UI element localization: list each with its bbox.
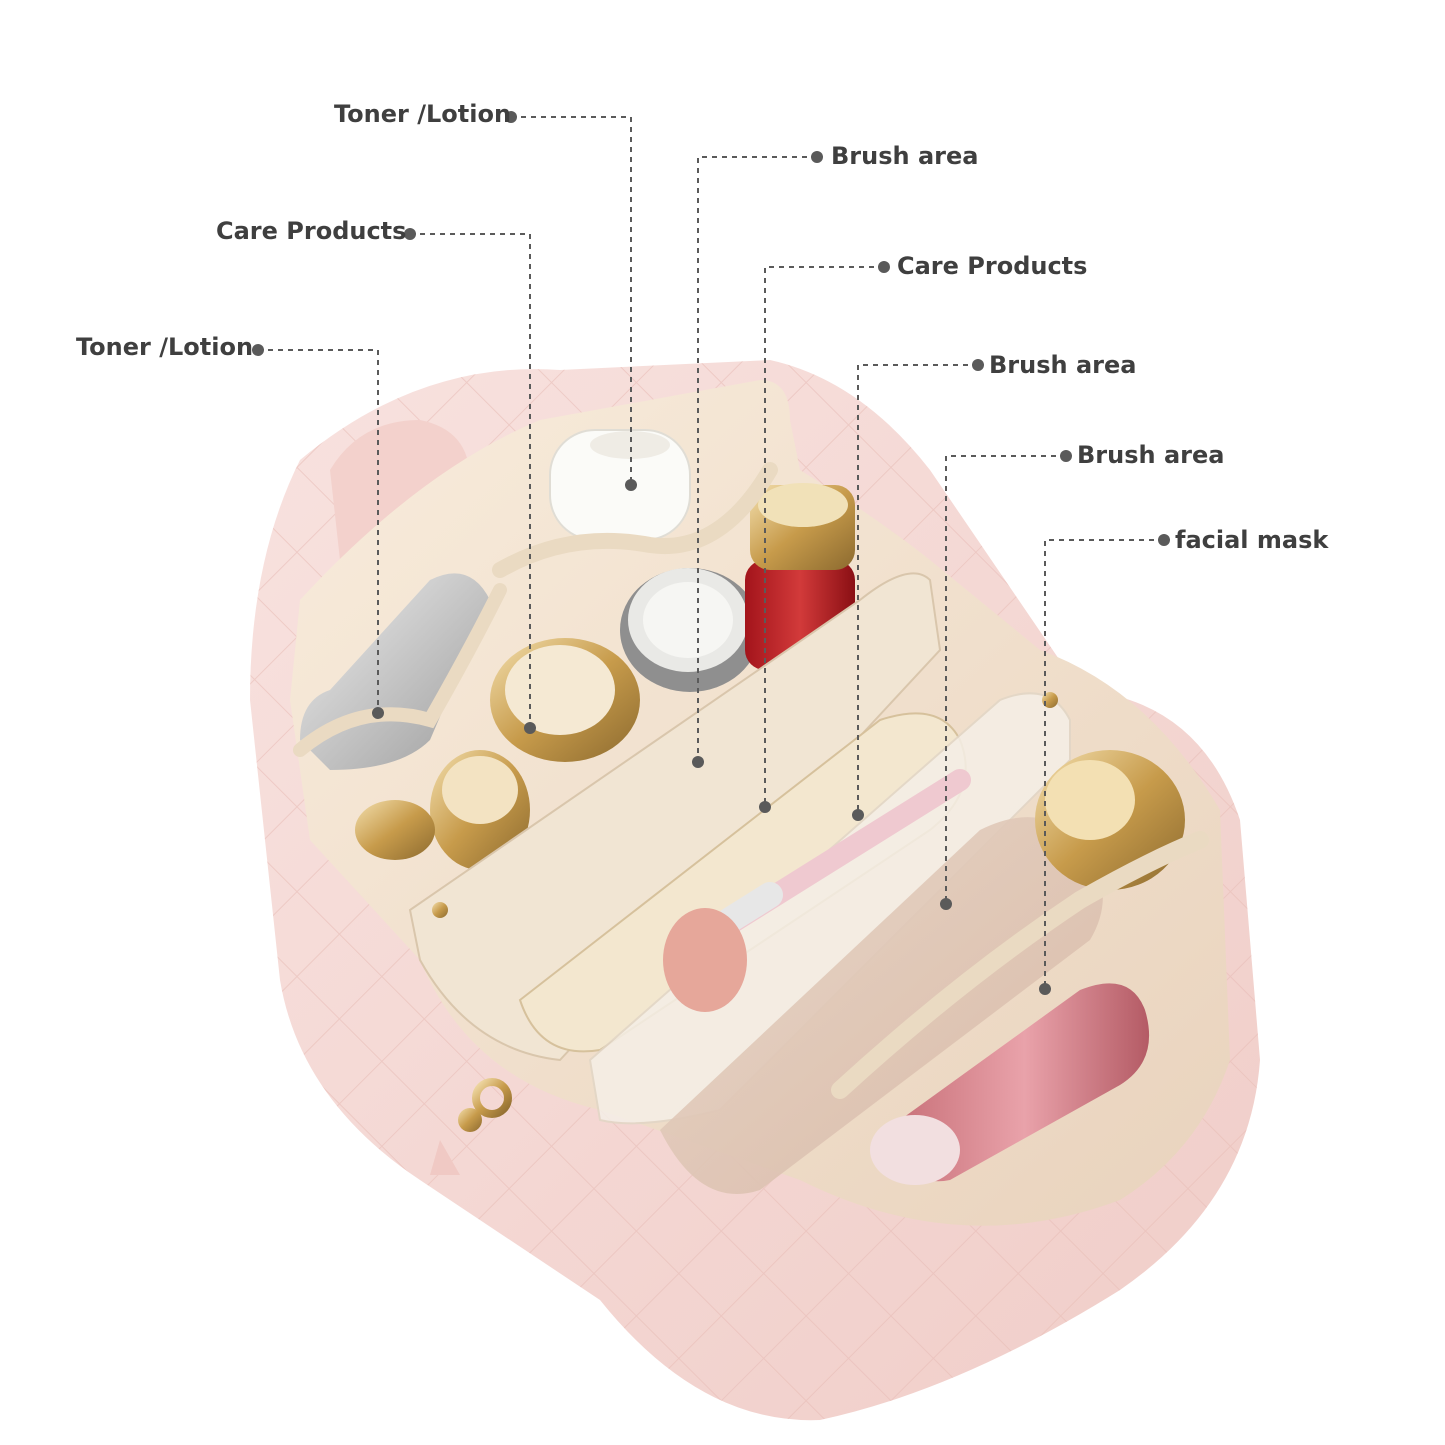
annotation-label-brush-area-middle: Brush area xyxy=(989,351,1137,379)
annotation-label-care-products-right: Care Products xyxy=(897,252,1088,280)
annotation-label-care-products-left: Care Products xyxy=(216,217,407,245)
makeup-brush xyxy=(663,769,971,1012)
zipper-pull xyxy=(430,692,1058,1175)
white-case-item xyxy=(549,429,691,541)
elastic-pocket-edge xyxy=(293,462,1209,1099)
leader-lines xyxy=(258,116,1164,989)
leader-dots xyxy=(252,111,1170,995)
facial-mask-pink-bottle xyxy=(870,983,1150,1185)
frosted-bottle xyxy=(660,750,1185,1194)
annotation-label-facial-mask: facial mask xyxy=(1175,526,1329,554)
annotation-label-toner-lotion-top: Toner /Lotion xyxy=(334,100,512,128)
divider-panel xyxy=(408,572,942,1062)
care-product-silver-jar xyxy=(620,568,760,692)
annotation-label-brush-area-lower: Brush area xyxy=(1077,441,1225,469)
annotation-label-toner-lotion-left: Toner /Lotion xyxy=(76,333,254,361)
annotation-label-brush-area-top: Brush area xyxy=(831,142,979,170)
